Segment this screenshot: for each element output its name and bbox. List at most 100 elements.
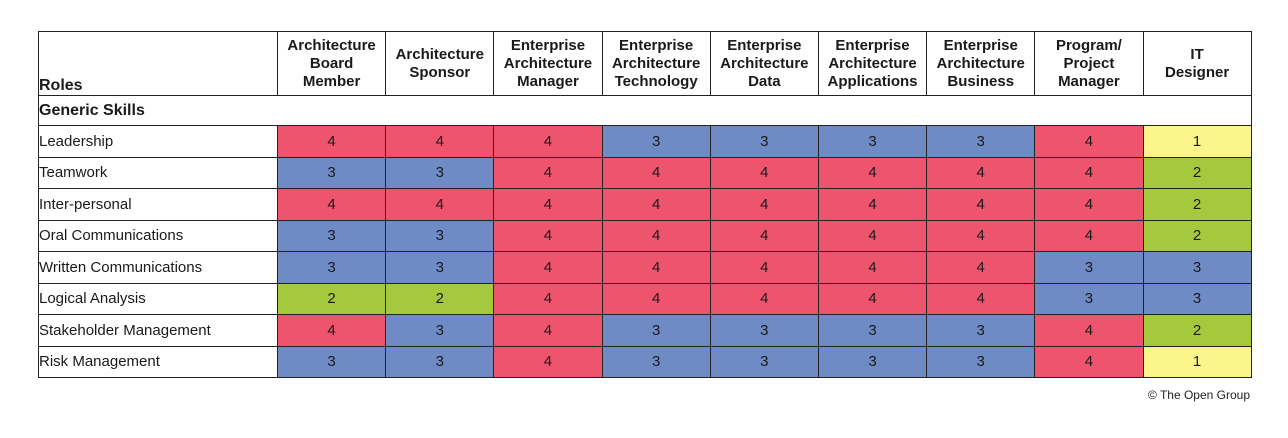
skill-level-cell: 2: [1142, 188, 1252, 221]
skill-level-cell: 3: [926, 314, 1036, 347]
column-header: Architecture Sponsor: [385, 31, 495, 96]
skill-label: Inter-personal: [38, 188, 278, 221]
skill-level-cell: 3: [1142, 251, 1252, 284]
skill-level-cell: 4: [493, 219, 603, 252]
skill-label: Oral Communications: [38, 219, 278, 252]
skill-level-cell: 4: [817, 251, 928, 284]
skill-level-cell: 3: [1034, 251, 1144, 284]
column-header: Enterprise Architecture Technology: [601, 31, 711, 96]
column-header: Enterprise Architecture Business: [926, 31, 1036, 96]
skill-level-cell: 4: [493, 345, 603, 378]
skill-level-cell: 4: [709, 188, 819, 221]
skill-level-cell: 3: [1142, 282, 1252, 315]
skill-level-cell: 3: [276, 156, 387, 189]
skill-level-cell: 4: [601, 282, 711, 315]
skill-level-cell: 4: [601, 156, 711, 189]
skill-level-cell: 3: [601, 314, 711, 347]
column-header: Enterprise Architecture Applications: [817, 31, 928, 96]
skill-level-cell: 4: [709, 251, 819, 284]
skill-level-cell: 2: [1142, 156, 1252, 189]
skill-level-cell: 4: [709, 156, 819, 189]
skill-level-cell: 1: [1142, 125, 1252, 158]
skill-level-cell: 4: [385, 125, 495, 158]
skill-level-cell: 4: [276, 188, 387, 221]
skill-level-cell: 3: [276, 345, 387, 378]
skill-level-cell: 4: [493, 251, 603, 284]
skill-level-cell: 3: [817, 314, 928, 347]
skill-level-cell: 4: [817, 188, 928, 221]
skill-label: Leadership: [38, 125, 278, 158]
section-label: Generic Skills: [38, 95, 1252, 126]
skill-level-cell: 3: [817, 125, 928, 158]
skill-level-cell: 2: [276, 282, 387, 315]
skill-level-cell: 4: [817, 219, 928, 252]
column-header: IT Designer: [1142, 31, 1252, 96]
column-header: Enterprise Architecture Manager: [493, 31, 603, 96]
copyright-notice: © The Open Group: [1147, 388, 1250, 402]
skill-level-cell: 4: [1034, 219, 1144, 252]
skill-level-cell: 4: [1034, 345, 1144, 378]
skill-level-cell: 3: [709, 125, 819, 158]
skill-level-cell: 4: [926, 156, 1036, 189]
skill-level-cell: 4: [601, 219, 711, 252]
skill-level-cell: 4: [276, 314, 387, 347]
skill-level-cell: 4: [709, 282, 819, 315]
skill-level-cell: 3: [1034, 282, 1144, 315]
column-header: Program/ Project Manager: [1034, 31, 1144, 96]
skill-level-cell: 3: [709, 314, 819, 347]
skill-level-cell: 4: [709, 219, 819, 252]
column-header: Enterprise Architecture Data: [709, 31, 819, 96]
skill-level-cell: 3: [385, 251, 495, 284]
skill-level-cell: 4: [1034, 314, 1144, 347]
skill-level-cell: 2: [1142, 219, 1252, 252]
skill-level-cell: 3: [926, 125, 1036, 158]
skill-level-cell: 3: [385, 219, 495, 252]
skill-level-cell: 3: [601, 125, 711, 158]
skill-level-cell: 4: [276, 125, 387, 158]
skill-level-cell: 4: [926, 188, 1036, 221]
skill-level-cell: 3: [926, 345, 1036, 378]
skill-level-cell: 3: [817, 345, 928, 378]
skill-level-cell: 4: [817, 156, 928, 189]
skill-label: Stakeholder Management: [38, 314, 278, 347]
skill-level-cell: 4: [601, 188, 711, 221]
skill-label: Written Communications: [38, 251, 278, 284]
skill-level-cell: 4: [1034, 188, 1144, 221]
skill-level-cell: 3: [385, 314, 495, 347]
skill-label: Risk Management: [38, 345, 278, 378]
skill-level-cell: 4: [493, 156, 603, 189]
skill-level-cell: 3: [385, 345, 495, 378]
skill-level-cell: 3: [601, 345, 711, 378]
skill-level-cell: 2: [1142, 314, 1252, 347]
column-header: Architecture Board Member: [276, 31, 387, 96]
skill-level-cell: 3: [276, 219, 387, 252]
skill-level-cell: 4: [493, 282, 603, 315]
skill-level-cell: 3: [385, 156, 495, 189]
skill-level-cell: 4: [493, 125, 603, 158]
skill-level-cell: 4: [601, 251, 711, 284]
skill-level-cell: 4: [1034, 156, 1144, 189]
skill-level-cell: 3: [276, 251, 387, 284]
skill-level-cell: 4: [493, 314, 603, 347]
skill-level-cell: 2: [385, 282, 495, 315]
skill-label: Logical Analysis: [38, 282, 278, 315]
skill-level-cell: 4: [817, 282, 928, 315]
skill-level-cell: 4: [926, 282, 1036, 315]
skill-level-cell: 1: [1142, 345, 1252, 378]
section-row: Generic Skills: [38, 95, 1252, 126]
skill-level-cell: 4: [926, 251, 1036, 284]
skill-level-cell: 4: [385, 188, 495, 221]
skill-level-cell: 4: [1034, 125, 1144, 158]
skill-level-cell: 3: [709, 345, 819, 378]
skill-level-cell: 4: [926, 219, 1036, 252]
